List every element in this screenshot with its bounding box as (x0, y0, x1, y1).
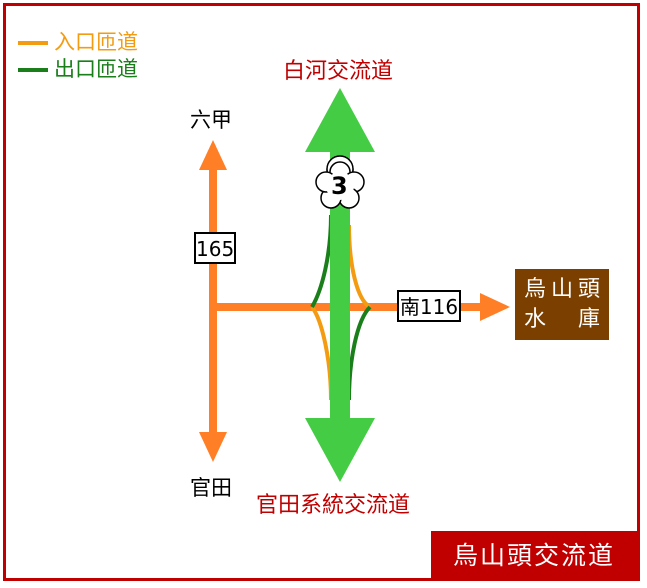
legend-exit-label: 出口匝道 (54, 57, 138, 81)
freeway-3-shaft (330, 140, 350, 440)
legend-entrance-label: 入口匝道 (54, 30, 138, 54)
local-north-label: 六甲 (190, 108, 232, 132)
legend-entrance: 入口匝道 (18, 32, 138, 53)
reservoir-char-3: 頭 (578, 277, 601, 302)
north-destination-label: 白河交流道 (283, 59, 394, 84)
freeway-3-north-arrowhead (305, 88, 375, 152)
entrance-ramp-ne (347, 224, 372, 309)
road-165-line (209, 158, 217, 433)
legend-exit-swatch (18, 67, 48, 72)
reservoir-char-4: 水 (524, 307, 547, 332)
exit-ramp-se (347, 305, 372, 401)
south-destination-label: 官田系統交流道 (256, 493, 411, 518)
road-165-south-arrowhead (199, 432, 227, 462)
diagram-frame (3, 3, 640, 581)
reservoir-char-2: 山 (551, 277, 574, 302)
freeway-3-south-arrowhead (305, 418, 375, 482)
route-165-marker: 165 (194, 232, 236, 264)
entrance-ramp-sw (310, 305, 333, 401)
road-116-east-arrowhead (480, 293, 510, 321)
reservoir-char-5: 庫 (578, 307, 601, 332)
route-116-marker: 南116 (397, 290, 461, 322)
reservoir-char-1: 烏 (524, 277, 547, 302)
freeway-shield-number: 3 (331, 172, 348, 200)
freeway-shield-3 (315, 155, 365, 209)
road-165-north-arrowhead (199, 140, 227, 170)
legend-exit: 出口匝道 (18, 59, 138, 80)
exit-ramp-nw (310, 214, 333, 309)
freeway-3 (305, 88, 375, 482)
legend-entrance-swatch (18, 40, 48, 45)
diagram-title: 烏山頭交流道 (452, 541, 615, 570)
title-banner: 烏山頭交流道 (431, 531, 637, 579)
reservoir-destination: 烏 山 頭 水 庫 (515, 269, 609, 340)
local-south-label: 官田 (190, 476, 232, 500)
provincial-road-165 (199, 140, 227, 462)
